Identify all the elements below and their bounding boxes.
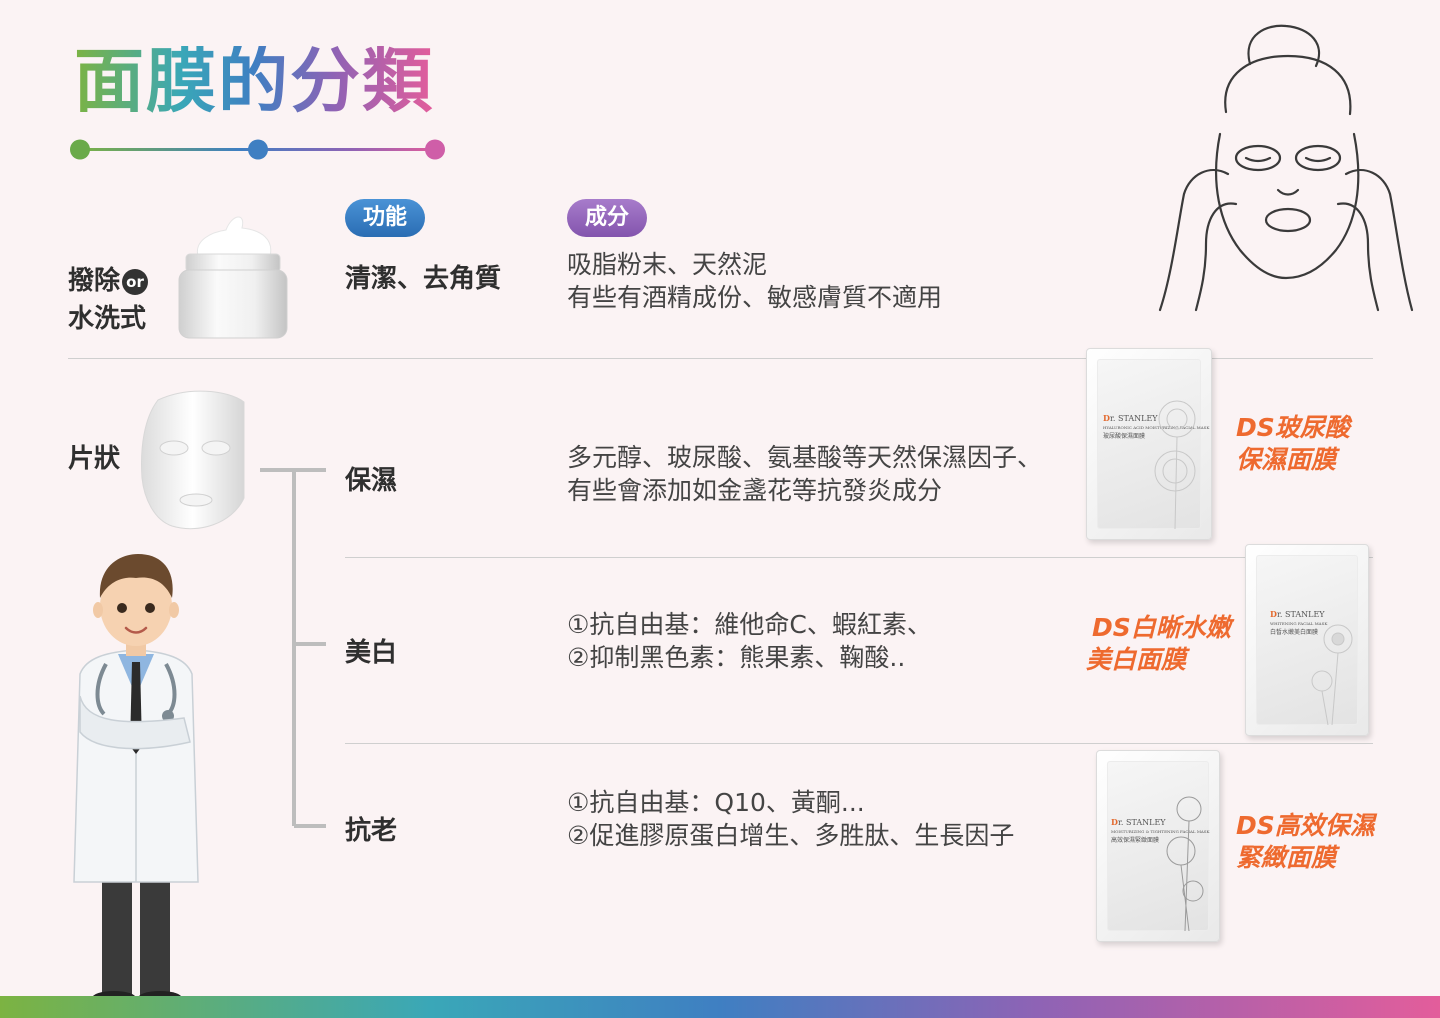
product-whitening: DS白晰水嫩 美白面膜: [1086, 612, 1231, 676]
product-whitening-line1: DS白晰水嫩: [1092, 613, 1231, 642]
product-moisturizing: DS玻尿酸 保濕面膜: [1236, 412, 1350, 476]
desc-peel-line1: 吸脂粉末、天然泥: [567, 250, 768, 279]
function-badge: 功能: [345, 199, 426, 237]
desc-peel-line2: 有些有酒精成份、敏感膚質不適用: [567, 283, 943, 312]
desc-whitening-line1: ①抗自由基：維他命C、蝦紅素、: [567, 610, 932, 639]
desc-moisturizing: 多元醇、玻尿酸、氨基酸等天然保濕因子、 有些會添加如金盞花等抗發炎成分: [567, 441, 1042, 507]
packet-name-zh: 高效保濕緊緻面膜: [1111, 837, 1160, 844]
product-antiaging-line2: 緊緻面膜: [1236, 843, 1337, 872]
bottom-gradient-bar: [0, 996, 1440, 1018]
desc-antiaging-line1: ①抗自由基：Q10、黃酮...: [567, 788, 865, 817]
product-moisturizing-line1: DS玻尿酸: [1236, 413, 1350, 442]
title-underline: [70, 139, 445, 160]
divider: [345, 743, 1373, 744]
packet-name-en: MOISTURIZING & TIGHTENING FACIAL MASK: [1111, 829, 1210, 834]
desc-whitening-line2: ②抑制黑色素：熊果素、鞠酸..: [567, 643, 906, 672]
flower-icon: [1311, 624, 1353, 725]
mask-packet-icon: Dr. STANLEY HYALURONIC ACID MOISTURIZING…: [1086, 348, 1212, 540]
function-whitening: 美白: [345, 638, 398, 668]
packet-brand: Dr. STANLEY: [1270, 609, 1325, 619]
function-moisturizing: 保濕: [345, 466, 398, 496]
cream-jar-icon: [178, 216, 288, 339]
desc-peel: 吸脂粉末、天然泥 有些有酒精成份、敏感膚質不適用: [567, 248, 942, 314]
desc-whitening: ①抗自由基：維他命C、蝦紅素、 ②抑制黑色素：熊果素、鞠酸..: [567, 608, 932, 674]
product-whitening-line2: 美白面膜: [1086, 645, 1187, 674]
desc-moisturizing-line1: 多元醇、玻尿酸、氨基酸等天然保濕因子、: [567, 443, 1043, 472]
function-peel: 清潔、去角質: [345, 264, 502, 294]
product-antiaging: DS高效保濕 緊緻面膜: [1236, 810, 1375, 874]
mask-packet-icon: Dr. STANLEY WHITENING FACIAL MASK 白皙水嫩美白…: [1245, 544, 1369, 736]
page-title: 面膜的分類: [74, 40, 434, 122]
sheet-mask-icon: [141, 390, 245, 530]
flower-icon: [1154, 400, 1196, 529]
doctor-illustration: [73, 554, 199, 1005]
desc-antiaging: ①抗自由基：Q10、黃酮... ②促進膠原蛋白增生、多胜肽、生長因子: [567, 786, 1014, 852]
packet-brand: Dr. STANLEY: [1103, 413, 1158, 423]
function-antiaging: 抗老: [345, 816, 398, 846]
category-sheet: 片狀: [68, 444, 121, 474]
category-peel-line1: 撥除: [68, 266, 121, 296]
packet-name-zh: 玻尿酸保濕面膜: [1103, 433, 1146, 440]
divider: [68, 358, 1373, 359]
tree-connector: [260, 468, 326, 828]
desc-antiaging-line2: ②促進膠原蛋白增生、多胜肽、生長因子: [567, 821, 1015, 850]
ingredients-badge: 成分: [567, 199, 648, 237]
packet-name-en: WHITENING FACIAL MASK: [1270, 621, 1328, 626]
mask-packet-icon: Dr. STANLEY MOISTURIZING & TIGHTENING FA…: [1096, 750, 1220, 942]
divider: [345, 557, 1373, 558]
desc-moisturizing-line2: 有些會添加如金盞花等抗發炎成分: [567, 476, 943, 505]
product-moisturizing-line2: 保濕面膜: [1236, 445, 1337, 474]
flower-icon: [1166, 796, 1204, 931]
category-peel-line2: 水洗式: [68, 304, 147, 334]
masked-face-illustration: [1158, 24, 1414, 312]
packet-name-en: HYALURONIC ACID MOISTURIZING FACIAL MASK: [1103, 425, 1210, 430]
packet-name-zh: 白皙水嫩美白面膜: [1270, 629, 1319, 636]
packet-brand: Dr. STANLEY: [1111, 817, 1166, 827]
product-antiaging-line1: DS高效保濕: [1236, 811, 1375, 840]
or-badge: or: [122, 268, 149, 295]
